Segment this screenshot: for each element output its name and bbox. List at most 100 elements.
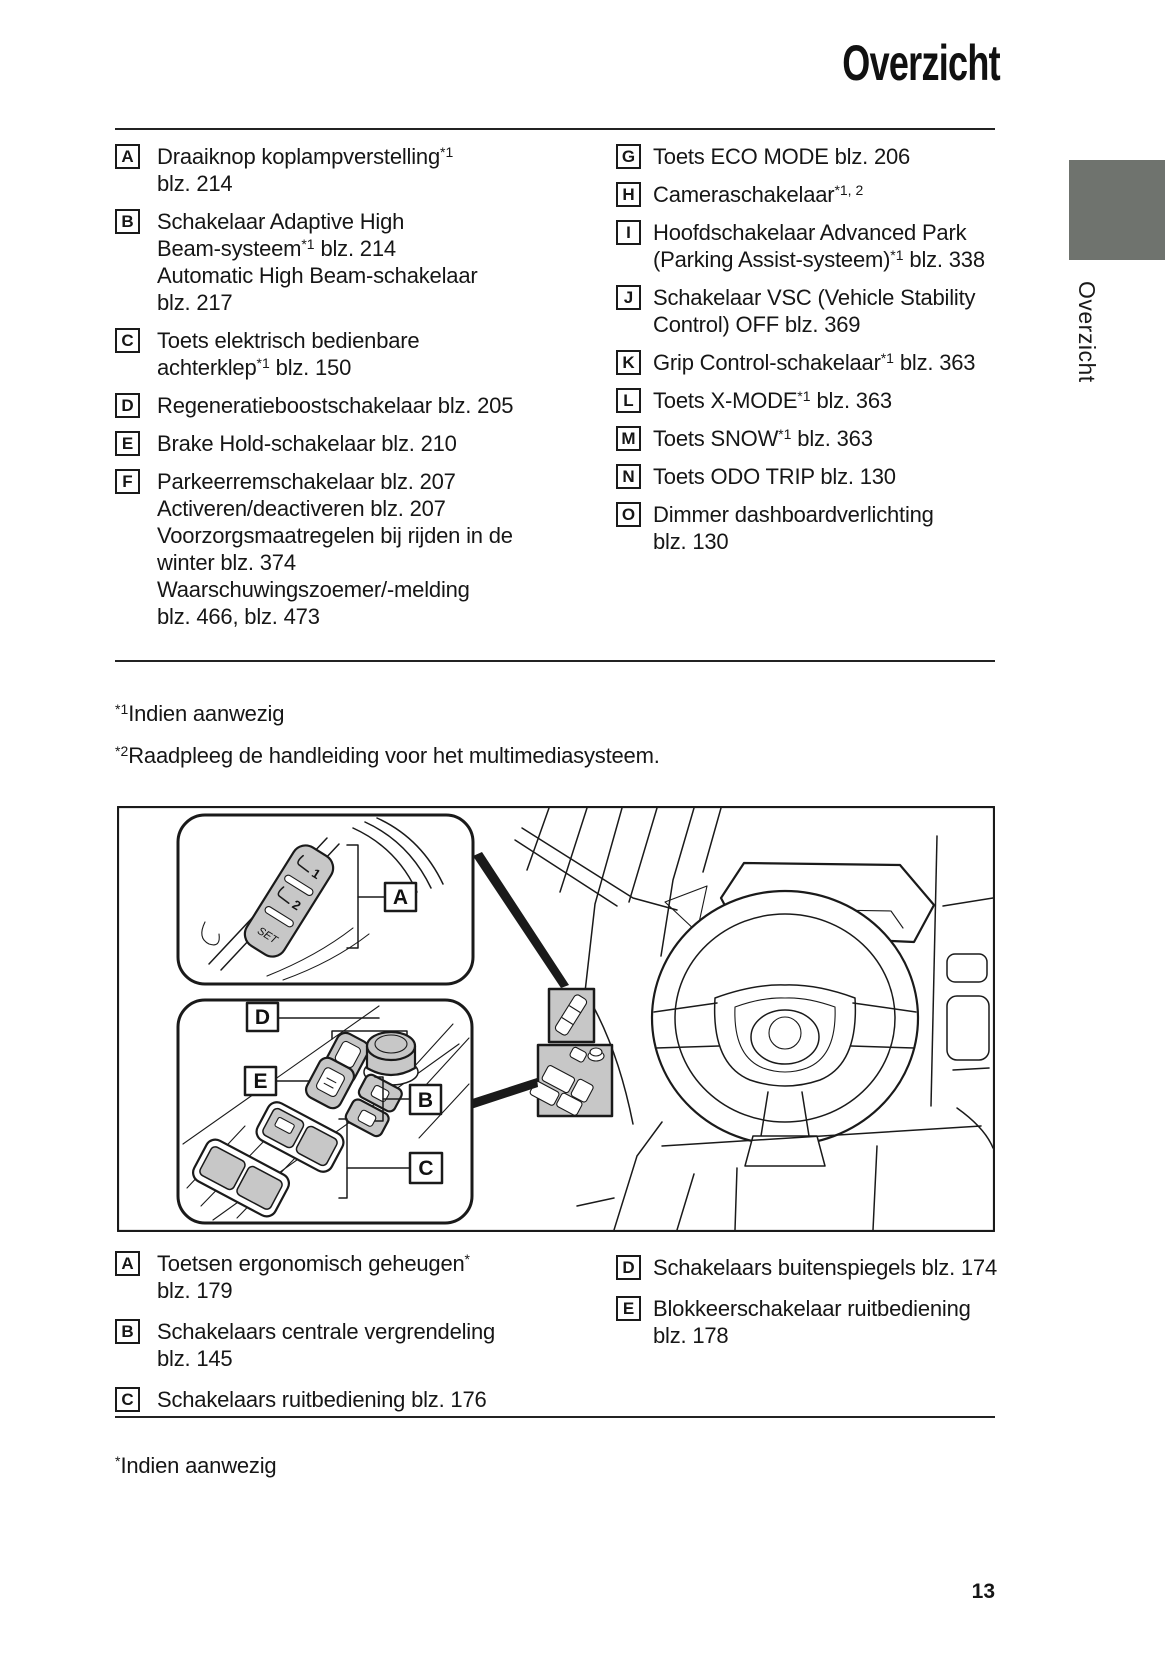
item-line: Toets elektrisch bedienbare bbox=[157, 328, 420, 353]
item-letter-badge: F bbox=[115, 469, 140, 494]
item-line: Toets X-MODE*1 blz. 363 bbox=[653, 388, 892, 413]
seat-memory-location bbox=[547, 987, 596, 1044]
item-line: blz. 214 bbox=[157, 171, 233, 196]
svg-text:C: C bbox=[418, 1157, 433, 1180]
divider-bottom bbox=[115, 1416, 995, 1418]
item-line: Schakelaars centrale vergrendeling bbox=[157, 1319, 496, 1344]
item-line: Hoofdschakelaar Advanced Park bbox=[653, 220, 967, 245]
item-line: Grip Control-schakelaar*1 blz. 363 bbox=[653, 350, 976, 375]
item-letter-badge: C bbox=[115, 1387, 140, 1412]
legend-item: D Schakelaars buitenspiegels blz. 174 bbox=[616, 1254, 1011, 1281]
svg-text:B: B bbox=[418, 1089, 433, 1112]
item-letter-badge: E bbox=[616, 1296, 641, 1321]
svg-text:A: A bbox=[393, 886, 408, 909]
item-line: Schakelaar VSC (Vehicle Stability bbox=[653, 285, 976, 310]
window-lock-switch bbox=[304, 1056, 356, 1110]
item-letter-badge: L bbox=[616, 388, 641, 413]
item-letter-badge: B bbox=[115, 1319, 140, 1344]
cabin-scene bbox=[466, 808, 993, 1230]
item-letter-badge: K bbox=[616, 350, 641, 375]
chapter-tab bbox=[1069, 160, 1165, 260]
item-line: blz. 178 bbox=[653, 1323, 729, 1348]
item-letter-badge: B bbox=[115, 209, 140, 234]
door-panel-location bbox=[529, 1043, 614, 1118]
pointer-arrow-top bbox=[473, 852, 569, 988]
item-letter-badge: O bbox=[616, 502, 641, 527]
item-line: Activeren/deactiveren blz. 207 bbox=[157, 496, 446, 521]
item-line: blz. 466, blz. 473 bbox=[157, 604, 320, 629]
item-line: Control) OFF blz. 369 bbox=[653, 312, 861, 337]
door-lock-switches bbox=[344, 1073, 403, 1138]
seat-icon bbox=[277, 886, 290, 904]
inset-seat-memory: 1 2 SET A bbox=[176, 813, 475, 986]
pointer-arrow-bottom bbox=[466, 1078, 538, 1110]
callout-d: D bbox=[245, 1001, 280, 1033]
footnote-3: *Indien aanwezig bbox=[115, 1453, 277, 1478]
legend-item: I Hoofdschakelaar Advanced Park(Parking A… bbox=[616, 219, 1011, 273]
window-switches-front bbox=[255, 1101, 345, 1173]
item-line: Beam-systeem*1 blz. 214 bbox=[157, 236, 396, 261]
item-line: blz. 130 bbox=[653, 529, 729, 554]
item-line: Toets ODO TRIP blz. 130 bbox=[653, 464, 896, 489]
chapter-tab-label: Overzicht bbox=[1074, 281, 1100, 383]
item-line: (Parking Assist-systeem)*1 blz. 338 bbox=[653, 247, 985, 272]
item-letter-badge: D bbox=[115, 393, 140, 418]
footnote-2: *2Raadpleeg de handleiding voor het mult… bbox=[115, 743, 660, 768]
item-line: Brake Hold-schakelaar blz. 210 bbox=[157, 431, 457, 456]
inset-door-panel: D E bbox=[176, 998, 474, 1225]
item-line: Toets SNOW*1 blz. 363 bbox=[653, 426, 873, 451]
item-line: achterklep*1 blz. 150 bbox=[157, 355, 352, 380]
item-letter-badge: G bbox=[616, 144, 641, 169]
item-line: Dimmer dashboardverlichting bbox=[653, 502, 934, 527]
dashboard-illustration: 1 2 SET A bbox=[117, 806, 995, 1232]
item-letter-badge: N bbox=[616, 464, 641, 489]
dashboard-lower bbox=[576, 1121, 982, 1230]
svg-text:D: D bbox=[255, 1006, 270, 1029]
svg-text:E: E bbox=[253, 1070, 267, 1093]
item-line: Schakelaars buitenspiegels blz. 174 bbox=[653, 1255, 998, 1280]
window-switches-rear bbox=[192, 1138, 290, 1218]
item-line: Schakelaars ruitbediening blz. 176 bbox=[157, 1387, 487, 1412]
legend-item: N Toets ODO TRIP blz. 130 bbox=[616, 463, 1011, 490]
divider-middle bbox=[115, 660, 995, 662]
item-letter-badge: J bbox=[616, 285, 641, 310]
item-line: Toets ECO MODE blz. 206 bbox=[653, 144, 911, 169]
page-number: 13 bbox=[971, 1580, 995, 1603]
item-letter-badge: D bbox=[616, 1255, 641, 1280]
item-letter-badge: H bbox=[616, 182, 641, 207]
seat-icon bbox=[297, 854, 310, 873]
item-line: Parkeerremschakelaar blz. 207 bbox=[157, 469, 456, 494]
item-letter-badge: A bbox=[115, 1251, 140, 1276]
item-line: Draaiknop koplampverstelling*1 bbox=[157, 144, 454, 169]
item-line: Voorzorgsmaatregelen bij rijden in de bbox=[157, 523, 513, 548]
item-letter-badge: I bbox=[616, 220, 641, 245]
legend-item: C Schakelaars ruitbediening blz. 176 bbox=[115, 1386, 585, 1413]
item-line: Automatic High Beam-schakelaar bbox=[157, 263, 478, 288]
page-title: Overzicht bbox=[842, 35, 1000, 91]
item-line: blz. 145 bbox=[157, 1346, 233, 1371]
seat-memory-switch: 1 2 SET bbox=[243, 844, 335, 958]
legend-item: K Grip Control-schakelaar*1 blz. 363 bbox=[616, 349, 1011, 376]
callout-a: A bbox=[383, 881, 418, 913]
item-line: Schakelaar Adaptive High bbox=[157, 209, 405, 234]
item-line: Blokkeerschakelaar ruitbediening bbox=[653, 1296, 971, 1321]
callout-e: E bbox=[243, 1065, 278, 1097]
steering-wheel bbox=[650, 889, 920, 1167]
item-line: blz. 217 bbox=[157, 290, 233, 315]
item-line: Waarschuwingszoemer/-melding bbox=[157, 577, 470, 602]
